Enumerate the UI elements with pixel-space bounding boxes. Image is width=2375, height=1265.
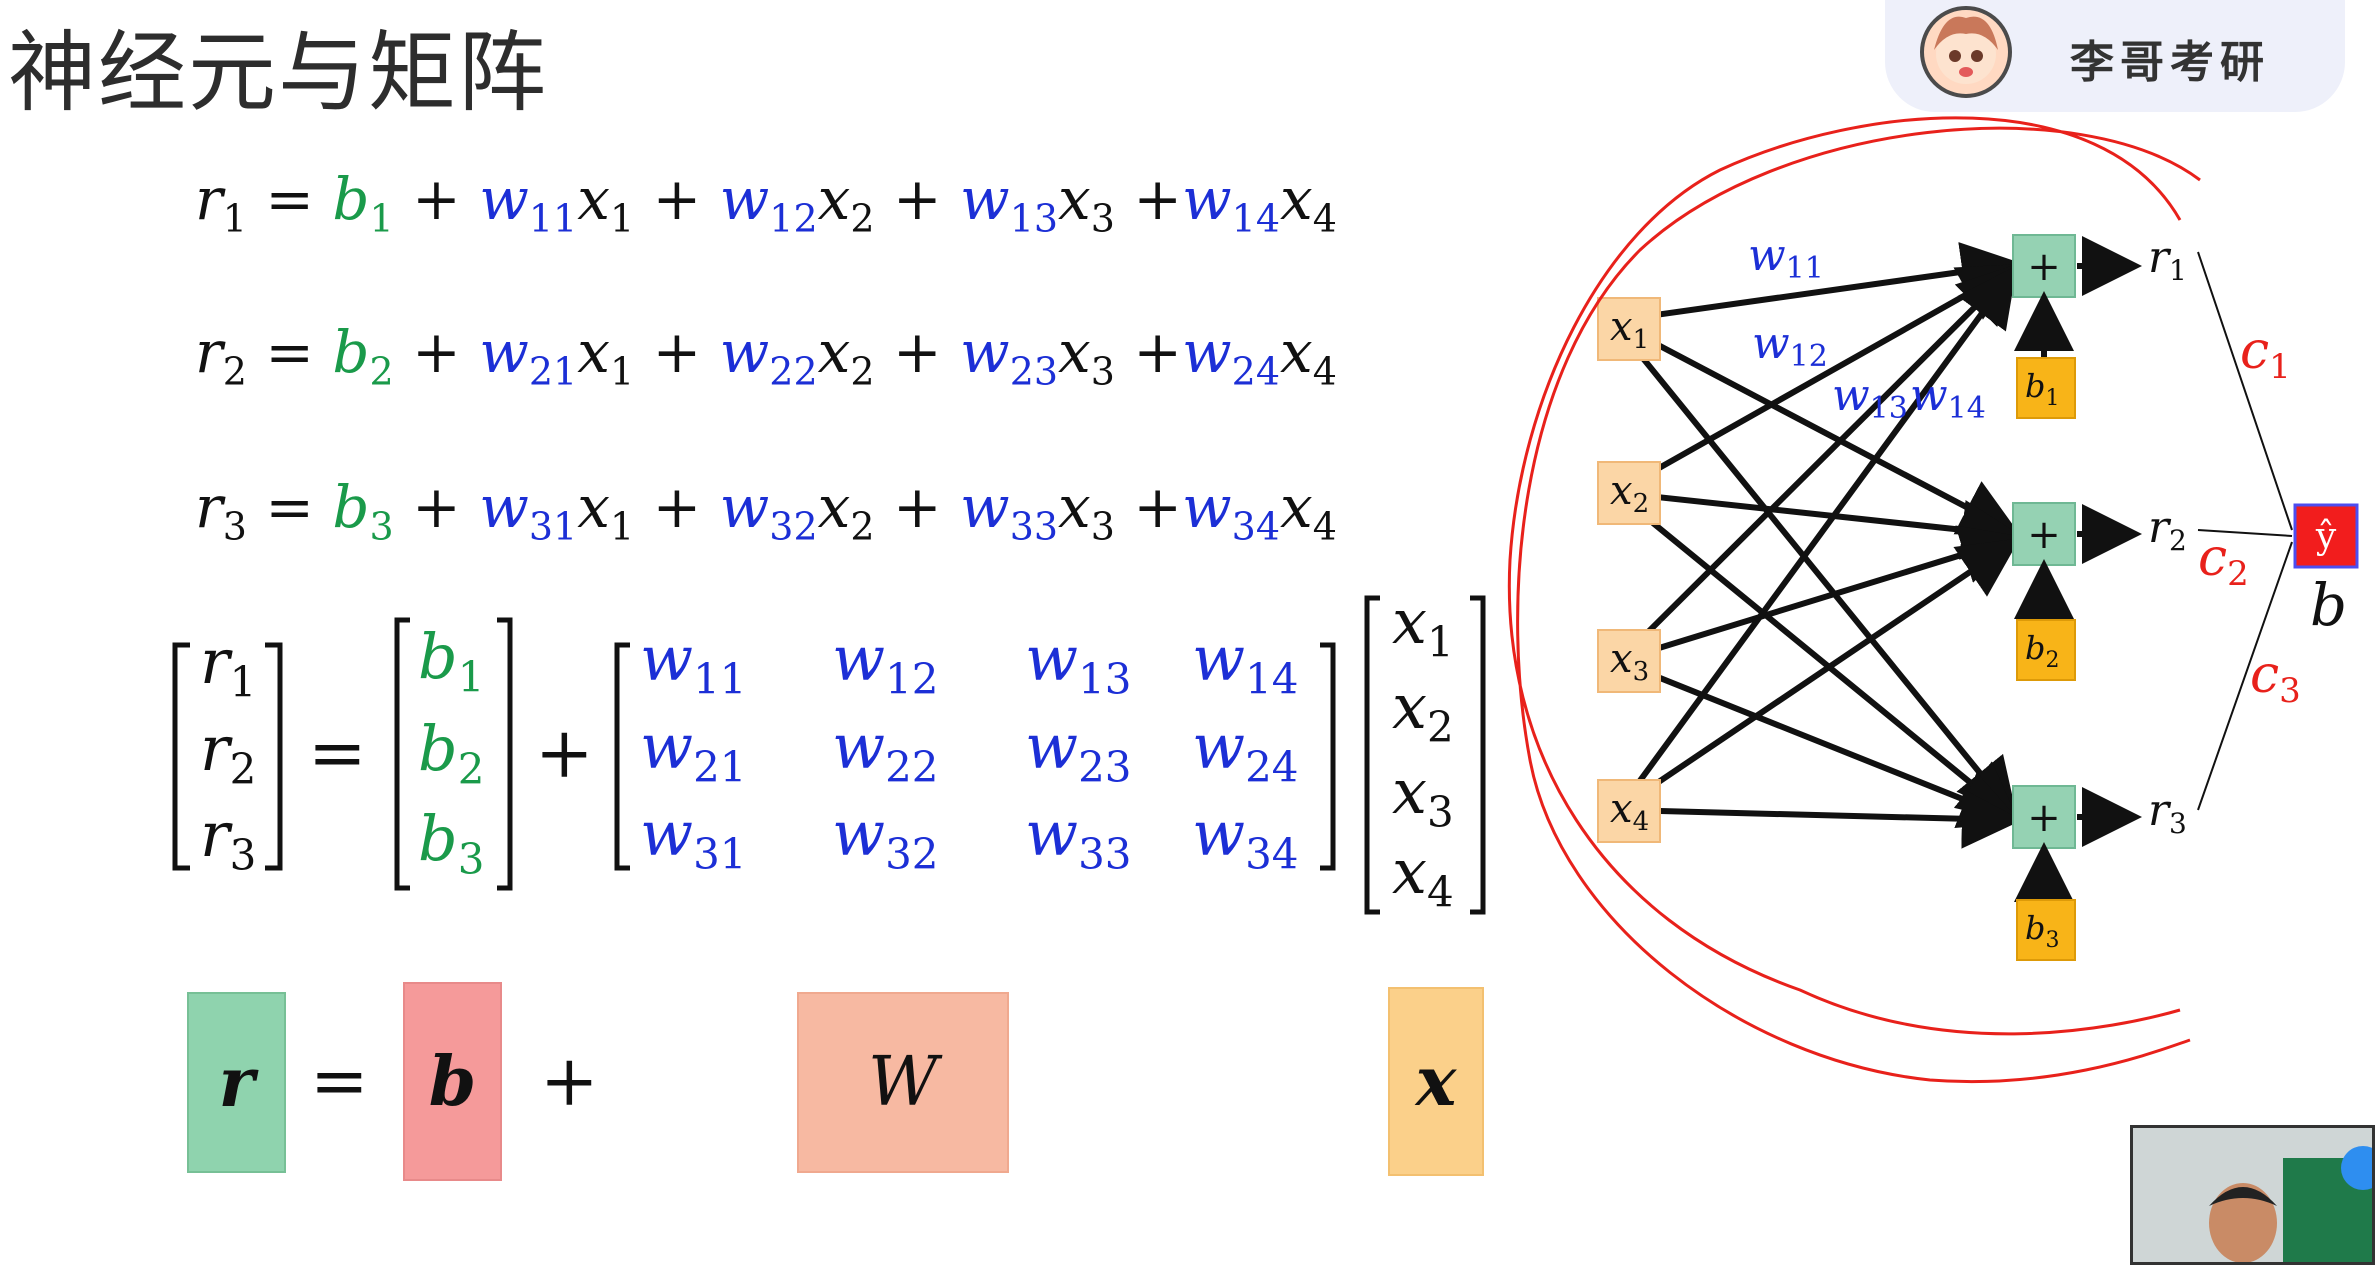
svg-text:b3: b3	[2025, 909, 2059, 953]
matrix-brackets	[172, 595, 1486, 915]
x-vector-entry: x4	[1392, 835, 1454, 917]
w-matrix-entry: w22	[832, 710, 939, 792]
avatar	[1920, 6, 2012, 98]
svg-text:w11: w11	[1748, 230, 1824, 286]
eq-lhs: r1	[195, 165, 247, 241]
input-x3-label: x3	[1610, 636, 1649, 687]
input-x1-label: x1	[1610, 304, 1649, 355]
input-x2-label: x2	[1610, 468, 1649, 519]
svg-text:w12: w12	[1752, 318, 1828, 374]
b-box: b	[403, 982, 502, 1181]
output-labels: r1 r2 r3	[2148, 232, 2187, 840]
output-bias-label: b	[2310, 571, 2347, 639]
x-box: x	[1388, 987, 1484, 1176]
svg-text:c3: c3	[2250, 645, 2301, 711]
c-annotations: c1 c2 c3	[2198, 321, 2301, 711]
weight-labels: w11 w12 w13 w14	[1748, 230, 1986, 426]
symbolic-equals: =	[310, 1040, 369, 1122]
equation-r3: r3 = b3 + w31x1 + w32x2 + w33x3 +w34x4	[195, 473, 1337, 549]
matrix-equals: =	[308, 712, 367, 794]
equation-r2: r2 = b2 + w21x1 + w22x2 + w23x3 +w24x4	[195, 318, 1337, 394]
r-vector-entry: r2	[200, 712, 257, 794]
output-node-label: ŷ	[2315, 516, 2337, 557]
w-matrix-entry: w13	[1025, 622, 1132, 704]
neural-network-diagram: x1 x2 x3 x4 w11 w12 w13 w14 + + + b1 b2 …	[1507, 116, 2359, 1084]
svg-text:+: +	[2027, 244, 2061, 290]
presenter-video-icon	[2133, 1128, 2372, 1262]
svg-text:c2: c2	[2198, 528, 2249, 594]
w-matrix-entry: w31	[640, 797, 747, 879]
weight-edges	[1617, 241, 2022, 849]
b-vector-entry: b1	[418, 620, 485, 702]
svg-text:w14: w14	[1910, 370, 1986, 426]
b-vector-entry: b3	[418, 802, 485, 884]
webcam-overlay	[2130, 1125, 2375, 1265]
eq-bias: b1	[332, 165, 394, 241]
sum-nodes: + + +	[2012, 234, 2076, 849]
hand-drawn-circle	[1507, 116, 2201, 1084]
svg-text:r3: r3	[2148, 785, 2187, 840]
w-matrix-entry: w12	[832, 622, 939, 704]
w-matrix-entry: w14	[1192, 622, 1299, 704]
W-box: W	[797, 992, 1009, 1173]
badge-label: 李哥考研	[2070, 37, 2270, 88]
w-matrix-entry: w32	[832, 797, 939, 879]
anime-avatar-icon	[1934, 16, 1998, 84]
slide-title: 神经元与矩阵	[8, 21, 549, 124]
svg-text:b2: b2	[2025, 629, 2059, 673]
x-vector-entry: x3	[1392, 755, 1454, 837]
w-matrix-entry: w23	[1025, 710, 1132, 792]
svg-text:+: +	[2027, 795, 2061, 841]
svg-text:+: +	[2027, 512, 2061, 558]
equation-r1: r1 = b1 + w11x1 + w12x2 + w13x3 +w14x4	[195, 165, 1337, 241]
x-vector-entry: x2	[1392, 670, 1454, 752]
w-matrix-entry: w34	[1192, 797, 1299, 879]
svg-text:r2: r2	[2148, 502, 2187, 557]
svg-text:b1: b1	[2025, 367, 2059, 411]
matrix-plus: +	[535, 712, 594, 794]
symbolic-plus: +	[540, 1040, 599, 1122]
r-box: r	[187, 992, 286, 1173]
svg-text:c1: c1	[2240, 321, 2291, 387]
bias-nodes: b1 b2 b3	[2016, 357, 2076, 961]
w-matrix-entry: w21	[640, 710, 747, 792]
output-node	[2293, 503, 2359, 569]
w-matrix-entry: w24	[1192, 710, 1299, 792]
w-matrix-entry: w33	[1025, 797, 1132, 879]
b-vector-entry: b2	[418, 712, 485, 794]
input-nodes: x1 x2 x3 x4	[1597, 297, 1661, 843]
input-x4-label: x4	[1610, 786, 1649, 837]
r-vector-entry: r3	[200, 798, 257, 880]
r-vector-entry: r1	[200, 625, 257, 707]
svg-text:w13: w13	[1832, 370, 1908, 426]
svg-text:r1: r1	[2148, 232, 2187, 287]
w-matrix-entry: w11	[640, 622, 747, 704]
x-vector-entry: x1	[1392, 585, 1454, 667]
